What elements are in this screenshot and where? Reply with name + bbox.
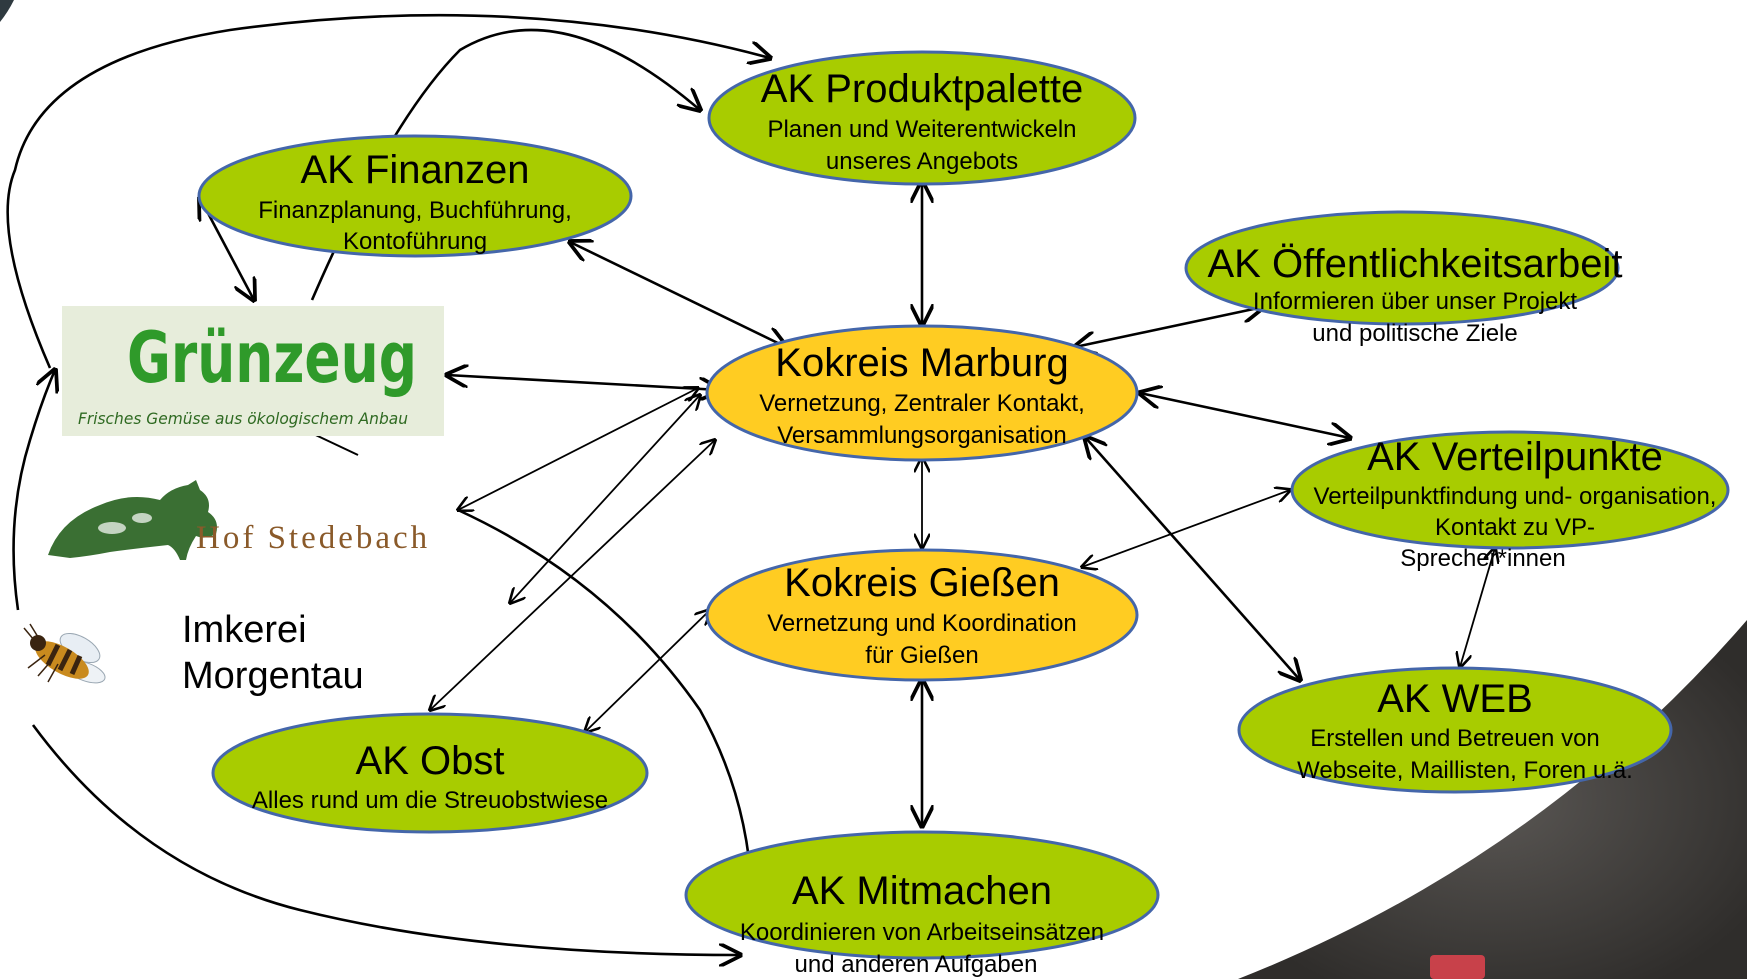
node-description-line: Vernetzung, Zentraler Kontakt, bbox=[759, 390, 1085, 417]
node-description-line: Alles rund um die Streuobstwiese bbox=[252, 787, 608, 814]
node-description-line: und anderen Aufgaben bbox=[795, 951, 1038, 978]
node-shape bbox=[197, 134, 633, 258]
connector-marburg-hof bbox=[458, 388, 698, 510]
node-title: AK WEB bbox=[1377, 677, 1533, 721]
node-verteilpunkte[interactable]: AK Verteilpunkte Verteilpunktfindung und… bbox=[1290, 430, 1730, 572]
hof-stedebach-logo: Hof Stedebach bbox=[48, 480, 430, 560]
node-description-line: Planen und Weiterentwickeln bbox=[767, 116, 1076, 143]
node-shape bbox=[705, 548, 1139, 682]
connector-imkerei-mitmachen bbox=[31, 724, 740, 955]
gruenzeug-name: Grünzeug bbox=[127, 317, 417, 399]
node-description-line: Webseite, Maillisten, Foren u.ä. bbox=[1297, 757, 1633, 784]
node-title: AK Finanzen bbox=[300, 148, 529, 192]
background-photo-bottom-right bbox=[1238, 620, 1747, 979]
connector-giessen-obst bbox=[585, 610, 710, 732]
node-description-line: Koordinieren von Arbeitseinsätzen bbox=[740, 919, 1104, 946]
node-title: AK Obst bbox=[356, 739, 505, 783]
node-web[interactable]: AK WEB Erstellen und Betreuen von Websei… bbox=[1237, 666, 1673, 794]
photo-red-object bbox=[1430, 955, 1485, 979]
node-kokreis-giessen[interactable]: Kokreis Gießen Vernetzung und Koordinati… bbox=[705, 548, 1139, 682]
node-description-line: Informieren über unser Projekt bbox=[1253, 288, 1577, 315]
gruenzeug-logo-texture bbox=[62, 306, 444, 436]
node-shape bbox=[705, 324, 1139, 462]
imkerei-logo: Imkerei Morgentau bbox=[23, 609, 364, 697]
node-title: AK Verteilpunkte bbox=[1367, 435, 1663, 479]
node-obst[interactable]: AK Obst Alles rund um die Streuobstwiese bbox=[211, 712, 649, 834]
node-description-line: und politische Ziele bbox=[1312, 320, 1517, 347]
node-description-line: unseres Angebots bbox=[826, 148, 1018, 175]
node-title: AK Produktpalette bbox=[761, 67, 1083, 111]
node-finanzen[interactable]: AK Finanzen Finanzplanung, Buchführung, … bbox=[197, 134, 633, 258]
node-description-line: Kontakt zu VP- bbox=[1435, 514, 1595, 541]
connector-oeffentlichkeit-marburg bbox=[1075, 307, 1263, 347]
node-title: Kokreis Marburg bbox=[775, 341, 1068, 385]
node-shape bbox=[707, 50, 1137, 186]
gruenzeug-logo: Grünzeug Frisches Gemüse aus ökologische… bbox=[62, 306, 444, 436]
bee-icon bbox=[23, 623, 106, 684]
node-produktpalette[interactable]: AK Produktpalette Planen und Weiterentwi… bbox=[707, 50, 1137, 186]
node-shape bbox=[1237, 666, 1673, 794]
connector-marburg-verteilpunkte bbox=[1140, 393, 1350, 438]
node-description-line: Finanzplanung, Buchführung, bbox=[258, 197, 572, 224]
imkerei-name-line1: Imkerei bbox=[182, 609, 307, 651]
node-description-line: für Gießen bbox=[865, 642, 978, 669]
node-description-line: Erstellen und Betreuen von bbox=[1310, 725, 1600, 752]
connector-verteilpunkte-web bbox=[1460, 548, 1495, 667]
connector-gruenzeug-marburg bbox=[447, 375, 720, 390]
connector-finanzen-marburg bbox=[570, 242, 786, 347]
connector-outer-to-produktpalette bbox=[6, 13, 770, 369]
connector-imkerei-gruenzeug bbox=[12, 370, 55, 611]
background-corner-top-left bbox=[0, 0, 14, 22]
node-description-line: Vernetzung und Koordination bbox=[767, 610, 1077, 637]
node-oeffentlichkeitsarbeit[interactable]: AK Öffentlichkeitsarbeit Informieren übe… bbox=[1184, 210, 1623, 347]
node-description-line: Versammlungsorganisation bbox=[777, 422, 1067, 449]
hof-stedebach-name: Hof Stedebach bbox=[196, 520, 430, 556]
node-kokreis-marburg[interactable]: Kokreis Marburg Vernetzung, Zentraler Ko… bbox=[705, 324, 1139, 462]
node-shape bbox=[1290, 430, 1730, 550]
node-description-line: Verteilpunktfindung und- organisation, bbox=[1314, 483, 1717, 510]
bee-legs bbox=[23, 623, 59, 683]
cow-spot bbox=[132, 513, 152, 523]
node-title: AK Mitmachen bbox=[792, 869, 1052, 913]
node-description-line: Kontoführung bbox=[343, 228, 487, 255]
node-shape bbox=[684, 830, 1160, 960]
node-shape bbox=[211, 712, 649, 834]
imkerei-name-line2: Morgentau bbox=[182, 655, 364, 697]
node-description-line: Sprecher*innen bbox=[1400, 545, 1565, 572]
cow-silhouette-icon bbox=[48, 480, 217, 560]
gruenzeug-tagline: Frisches Gemüse aus ökologischem Anbau bbox=[78, 409, 408, 428]
node-title: Kokreis Gießen bbox=[784, 561, 1060, 605]
connector-giessen-verteilpunkte bbox=[1082, 490, 1290, 567]
node-mitmachen[interactable]: AK Mitmachen Koordinieren von Arbeitsein… bbox=[684, 830, 1160, 978]
cow-spot bbox=[98, 522, 126, 534]
connectors bbox=[6, 13, 1495, 955]
node-shape bbox=[1184, 210, 1620, 326]
connector-hof-mitmachen bbox=[457, 508, 752, 902]
connector-marburg-imkerei bbox=[510, 395, 700, 603]
connector-marburg-obst bbox=[430, 440, 715, 710]
node-title: AK Öffentlichkeitsarbeit bbox=[1207, 242, 1622, 286]
